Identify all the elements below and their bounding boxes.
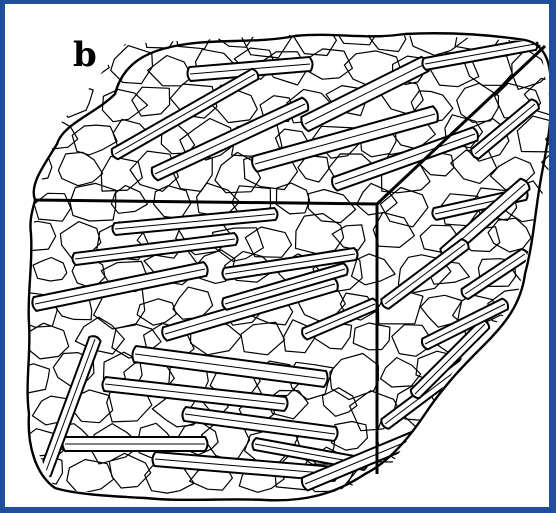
grain-cell: [500, 362, 540, 392]
grain-cell: [241, 322, 285, 355]
grain-cell: [143, 22, 175, 48]
grain-cell: [511, 328, 550, 359]
block-diagram: [5, 4, 549, 507]
grain-cell: [102, 89, 147, 121]
grain-cell: [15, 221, 56, 251]
grain-cell: [471, 388, 524, 424]
grain-cell: [533, 225, 549, 262]
grain-cell: [23, 84, 60, 112]
grain-cell: [101, 156, 142, 191]
grain-cell: [509, 456, 549, 491]
grain-cell: [373, 212, 414, 247]
grain-cell: [468, 449, 513, 487]
grain-cell: [532, 362, 549, 392]
figure-panel: b: [5, 4, 549, 507]
grain-cell: [42, 118, 78, 149]
cube-top-front-edge: [35, 200, 377, 204]
grain-cell: [352, 254, 396, 285]
grain-cell: [276, 183, 309, 214]
grain-cell: [408, 15, 468, 55]
grain-cell: [245, 227, 291, 257]
grain-cell: [548, 255, 549, 294]
grain-cell: [132, 87, 170, 116]
grain-cell: [447, 434, 486, 461]
grain-cell: [58, 152, 102, 185]
grain-cell: [512, 49, 548, 89]
lath-midline: [45, 339, 95, 474]
grain-cell: [353, 323, 390, 350]
grain-cell: [33, 258, 67, 282]
grain-cell: [15, 151, 52, 182]
grain-cell: [330, 354, 379, 400]
grain-cell: [457, 83, 499, 122]
grain-cell: [294, 22, 337, 55]
grain-cell: [67, 460, 114, 494]
grain-cell: [535, 431, 549, 467]
grain-cell: [109, 453, 150, 488]
grain-cell: [509, 395, 548, 424]
grain-cell: [441, 401, 475, 428]
grain-cell: [75, 317, 124, 354]
grain-cell: [52, 84, 93, 117]
panel-label: b: [73, 38, 97, 72]
grain-cell: [33, 45, 68, 75]
grain-cell: [308, 190, 355, 223]
grain-cell: [148, 56, 193, 86]
grain-cell: [34, 193, 71, 221]
grain-cell: [421, 454, 470, 495]
grain-cell: [137, 299, 176, 325]
grain-cell: [397, 456, 449, 489]
grain-cell: [453, 359, 496, 391]
lath-inclusions: [32, 38, 538, 490]
lath-midline: [385, 244, 465, 304]
grain-cell: [112, 186, 148, 214]
grain-cell: [89, 16, 140, 48]
grain-cell: [72, 125, 117, 155]
grain-cell: [535, 291, 549, 317]
grain-cell: [16, 364, 49, 393]
lath-midline: [35, 269, 205, 304]
grain-cell: [482, 421, 532, 457]
grain-cell: [381, 358, 421, 387]
grain-cell: [15, 24, 54, 50]
